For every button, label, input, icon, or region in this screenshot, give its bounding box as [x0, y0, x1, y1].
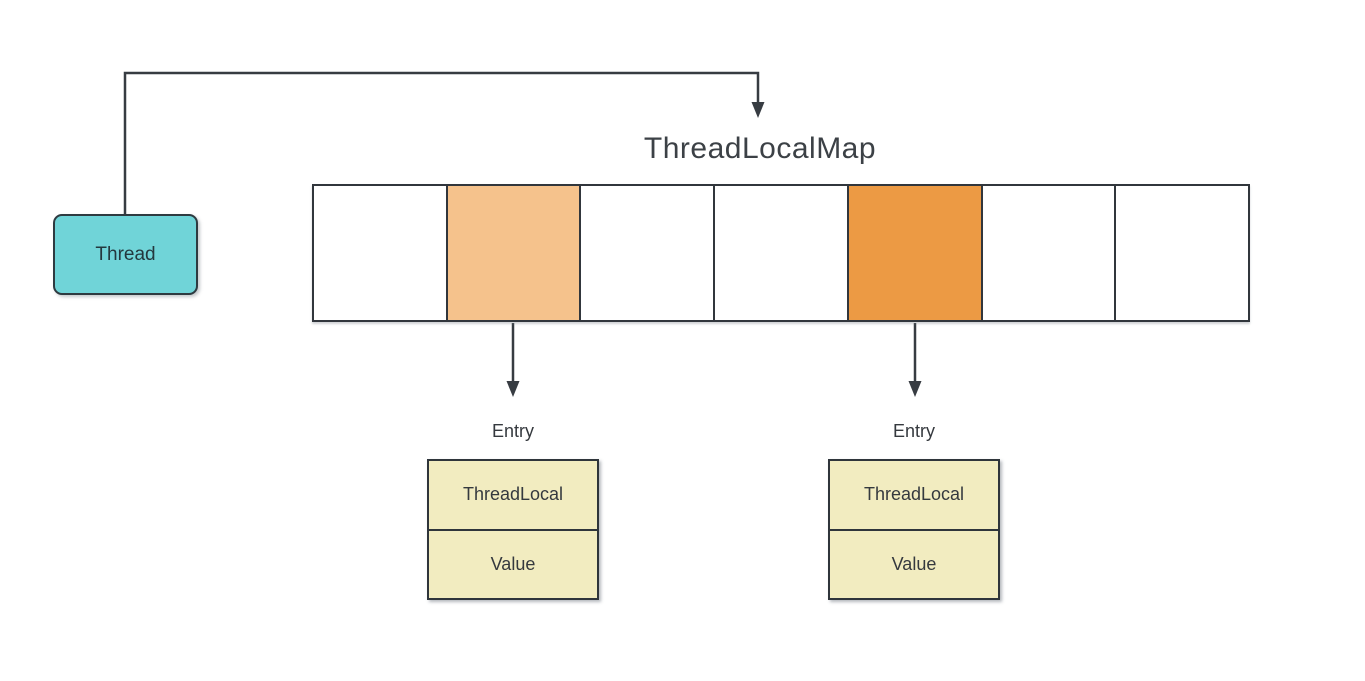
- entry-group-2: Entry ThreadLocal Value: [828, 418, 1000, 600]
- entry-table: ThreadLocal Value: [427, 459, 599, 600]
- diagram-title: ThreadLocalMap: [643, 132, 877, 165]
- entry-label: Entry: [491, 421, 534, 441]
- entry-row-threadlocal: ThreadLocal: [462, 484, 564, 505]
- entry-row-value: Value: [429, 528, 597, 599]
- map-cell: [982, 186, 1117, 320]
- entry-table: ThreadLocal Value: [828, 459, 1000, 600]
- entry-group-1: Entry ThreadLocal Value: [427, 418, 599, 600]
- entry-label: Entry: [892, 421, 935, 441]
- map-cell: [581, 186, 716, 320]
- map-array: [312, 184, 1250, 322]
- map-cell: [314, 186, 448, 320]
- thread-box-label: Thread: [95, 243, 156, 265]
- cell4-to-entry-arrow: [908, 323, 922, 397]
- cell1-to-entry-arrow: [506, 323, 520, 397]
- map-cell: [715, 186, 849, 320]
- map-cell: [1116, 186, 1249, 320]
- entry-row-threadlocal: ThreadLocal: [863, 484, 965, 505]
- map-cell-highlight-dark: [848, 186, 983, 320]
- map-cell-highlight-light: [447, 186, 582, 320]
- entry-row-value: Value: [830, 528, 998, 599]
- thread-box: Thread: [53, 214, 198, 295]
